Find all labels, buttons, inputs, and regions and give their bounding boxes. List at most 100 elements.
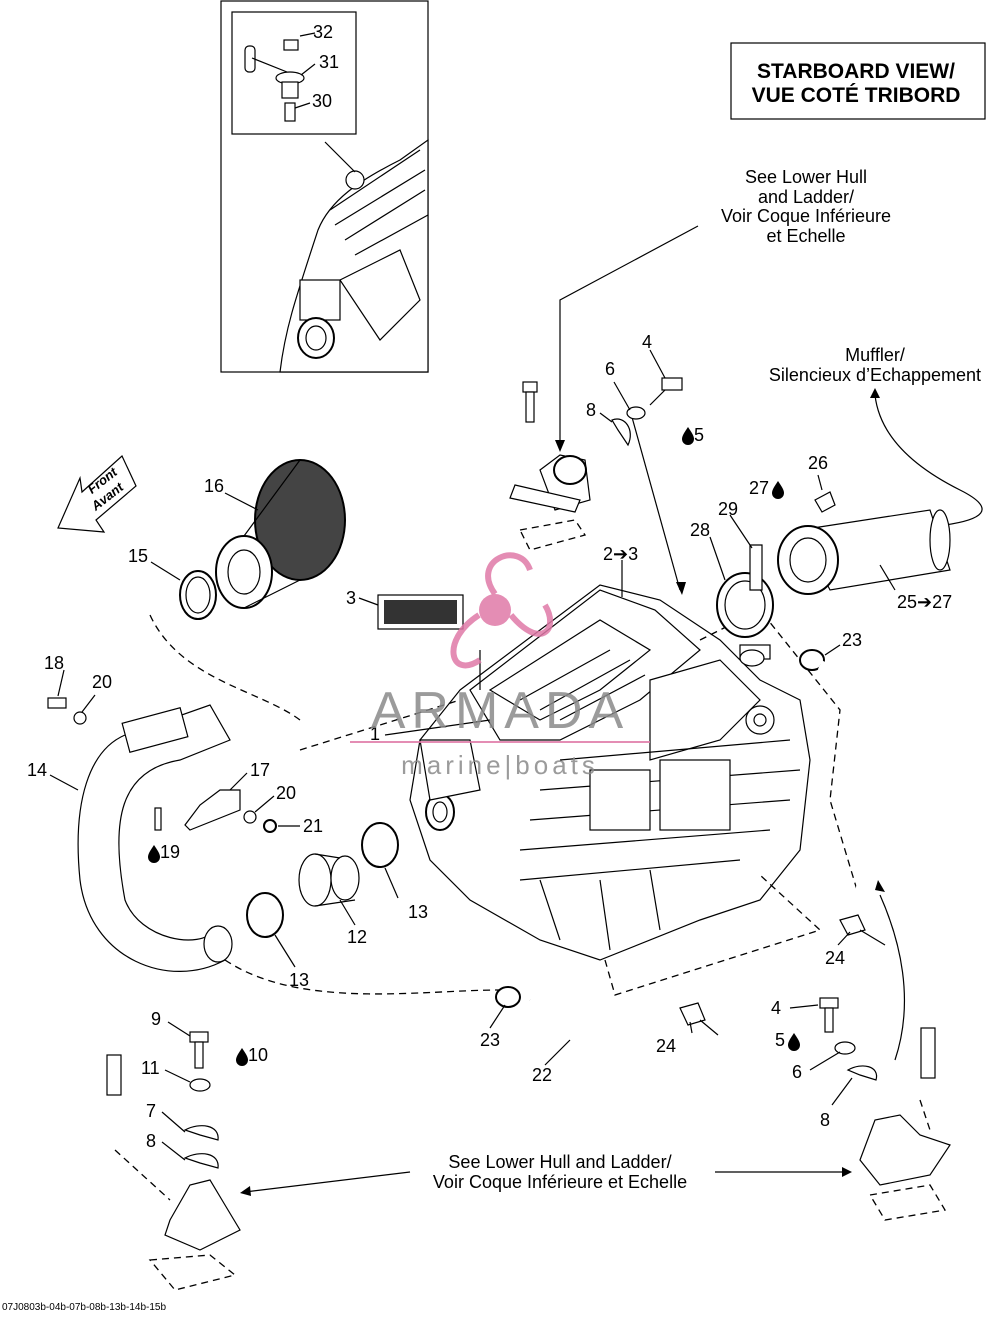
callout-15: 15 (128, 546, 148, 566)
arrowhead (240, 1186, 251, 1196)
bracket (184, 789, 241, 831)
decal (377, 594, 464, 630)
callout-labels: 32 31 30 4 6 8 5 16 15 2➔3 3 26 27 29 28… (27, 22, 952, 1151)
note-muffler: Muffler/ Silencieux d’Echappement (769, 345, 983, 526)
callout-24a: 24 (825, 948, 845, 968)
dashed-outline (699, 609, 861, 901)
note-line: Silencieux d’Echappement (769, 365, 981, 385)
callout-31: 31 (319, 52, 339, 72)
callout-4: 4 (642, 332, 652, 352)
callout-16: 16 (204, 476, 224, 496)
drop-icon (236, 1048, 248, 1066)
callout-18: 18 (44, 653, 64, 673)
hose-clamp-23b (495, 986, 521, 1008)
callout-26: 26 (808, 453, 828, 473)
dashed-outline (224, 959, 501, 995)
intake-tube (77, 704, 233, 973)
callout-8: 8 (586, 400, 596, 420)
hose-clamp-15 (179, 570, 217, 620)
callout-6: 6 (605, 359, 615, 379)
callout-11: 11 (141, 1058, 160, 1078)
view-title-box: STARBOARD VIEW/ VUE COTÉ TRIBORD (730, 42, 986, 120)
note-line: and Ladder/ (758, 187, 854, 207)
hose-clamp-23a (739, 649, 765, 667)
callout-12: 12 (347, 927, 367, 947)
callout-32: 32 (313, 22, 333, 42)
callout-9: 9 (151, 1009, 161, 1029)
callout-1: 1 (370, 724, 380, 744)
note-lower-hull-top: See Lower Hull and Ladder/ Voir Coque In… (555, 167, 891, 452)
watermark-sub: marine|boats (401, 750, 599, 780)
note-line: Voir Coque Inférieure et Echelle (433, 1172, 687, 1192)
callout-30: 30 (312, 91, 332, 111)
screw-18 (47, 697, 67, 709)
callout-23b: 23 (480, 1030, 500, 1050)
drop-icon (788, 1033, 800, 1051)
clamp-bolt (749, 544, 763, 591)
hose-12 (298, 853, 360, 907)
callout-4b: 4 (771, 998, 781, 1018)
title-line-2: VUE COTÉ TRIBORD (752, 84, 961, 107)
callout-22: 22 (532, 1065, 552, 1085)
callout-24b: 24 (656, 1036, 676, 1056)
front-direction-arrow: Front Avant (57, 455, 137, 533)
arrowhead (555, 440, 565, 452)
inset-panel (220, 0, 429, 373)
callout-29: 29 (718, 499, 738, 519)
callout-13a: 13 (408, 902, 428, 922)
engine-mount-top (509, 377, 683, 551)
screw-19 (154, 807, 162, 831)
fitting-24a (839, 914, 866, 936)
callout-8b: 8 (146, 1131, 156, 1151)
drop-icon (772, 481, 784, 499)
dashed-outline (604, 874, 822, 996)
air-filter (215, 459, 346, 609)
callout-25-to-27: 25➔27 (897, 592, 952, 612)
engine-block (409, 584, 811, 961)
callout-20b: 20 (276, 783, 296, 803)
callout-19: 19 (160, 842, 180, 862)
nut-21 (263, 819, 277, 833)
washer-20a (73, 711, 87, 725)
callout-13b: 13 (289, 970, 309, 990)
washer-20b (243, 810, 257, 824)
callout-14: 14 (27, 760, 47, 780)
sealant-drop-icons (148, 427, 800, 1066)
callout-6b: 6 (792, 1062, 802, 1082)
callout-28: 28 (690, 520, 710, 540)
leader-line (879, 894, 906, 1061)
note-lower-hull-bottom: See Lower Hull and Ladder/ Voir Coque In… (240, 1152, 852, 1196)
callout-21: 21 (303, 816, 323, 836)
callout-17: 17 (250, 760, 270, 780)
arrowhead (842, 1167, 852, 1177)
note-line: See Lower Hull and Ladder/ (448, 1152, 671, 1172)
watermark-brand: ARMADA (371, 682, 629, 740)
watermark-logo-icon (479, 594, 511, 626)
drawing-code: 07J0803b-04b-07b-08b-13b-14b-15b (2, 1302, 167, 1313)
arrowhead (676, 582, 686, 595)
callout-20: 20 (92, 672, 112, 692)
drop-icon (682, 427, 694, 445)
title-line-1: STARBOARD VIEW/ (757, 60, 955, 83)
engine-mount-bottom-right (819, 997, 951, 1221)
dashed-outline (149, 614, 461, 751)
drop-icon (148, 845, 160, 863)
note-line: Muffler/ (845, 345, 905, 365)
note-line: et Echelle (766, 226, 845, 246)
fitting (814, 491, 836, 513)
dashed-outline (114, 1099, 931, 1201)
note-line: See Lower Hull (745, 167, 867, 187)
callout-2-to-3: 2➔3 (603, 544, 638, 564)
watermark: ARMADA marine|boats (350, 552, 650, 780)
callout-3: 3 (346, 588, 356, 608)
hose-clamp-13a (246, 892, 284, 938)
leader-lines (49, 349, 896, 1161)
arrowhead (870, 388, 880, 398)
callout-8c: 8 (820, 1110, 830, 1130)
hose-clamp-13b (361, 822, 399, 868)
exhaust-outlet (777, 509, 951, 595)
callout-27: 27 (749, 478, 769, 498)
fitting-24b (679, 1002, 706, 1026)
